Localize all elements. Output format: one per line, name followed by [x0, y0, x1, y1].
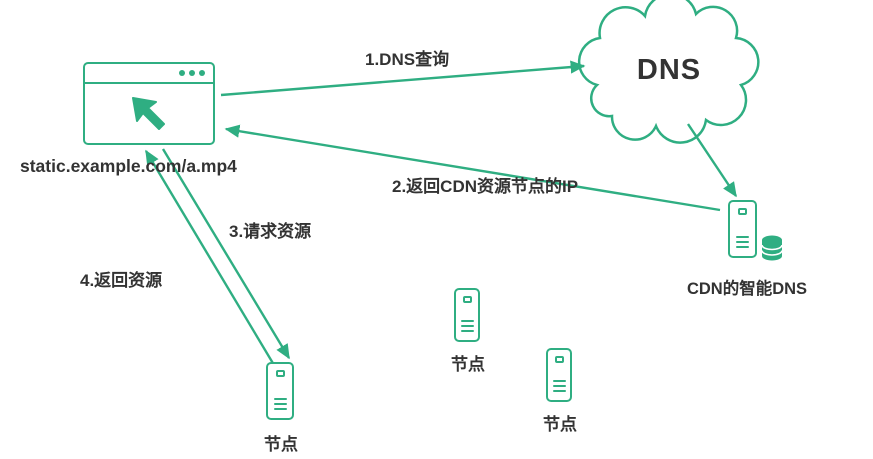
dns-label: DNS [636, 54, 702, 86]
server-lines-icon [736, 235, 749, 248]
arrow-label-dns-query: 1.DNS查询 [365, 50, 450, 69]
node-server-icon [266, 362, 294, 420]
arrow-label-return-ip: 2.返回CDN资源节点的IP [392, 177, 579, 196]
cdn-dns-label: CDN的智能DNS [686, 280, 808, 298]
arrow-label-request-resource: 3.请求资源 [229, 222, 312, 241]
window-dot-icon [179, 70, 185, 76]
server-lines-icon [460, 319, 474, 332]
server-slot-icon [554, 356, 564, 363]
arrow-return-resource [144, 149, 279, 371]
cursor-arrow-icon [132, 96, 165, 130]
browser-window [83, 62, 215, 145]
dns-cloud-icon [577, 0, 760, 144]
server-slot-icon [275, 370, 285, 377]
browser-url-label: static.example.com/a.mp4 [20, 156, 237, 176]
window-dot-icon [189, 70, 195, 76]
server-slot-icon [738, 208, 747, 215]
node-label: 节点 [264, 435, 298, 454]
server-slot-icon [462, 296, 472, 303]
server-lines-icon [273, 397, 287, 410]
node-server-icon [546, 348, 572, 402]
arrow-request-resource [161, 148, 291, 360]
arrow-cloud-to-cdn-dns [687, 123, 737, 198]
cdn-dns-server-icon [728, 200, 757, 258]
arrow-dns-query [220, 60, 586, 97]
node-label: 节点 [543, 415, 577, 434]
server-lines-icon [552, 379, 566, 392]
database-icon [761, 235, 783, 261]
node-label: 节点 [451, 355, 485, 374]
browser-content [85, 84, 213, 143]
window-dot-icon [199, 70, 205, 76]
node-server-icon [454, 288, 480, 342]
browser-titlebar [85, 64, 213, 84]
arrow-return-ip [224, 124, 721, 212]
arrow-label-return-resource: 4.返回资源 [80, 271, 163, 290]
